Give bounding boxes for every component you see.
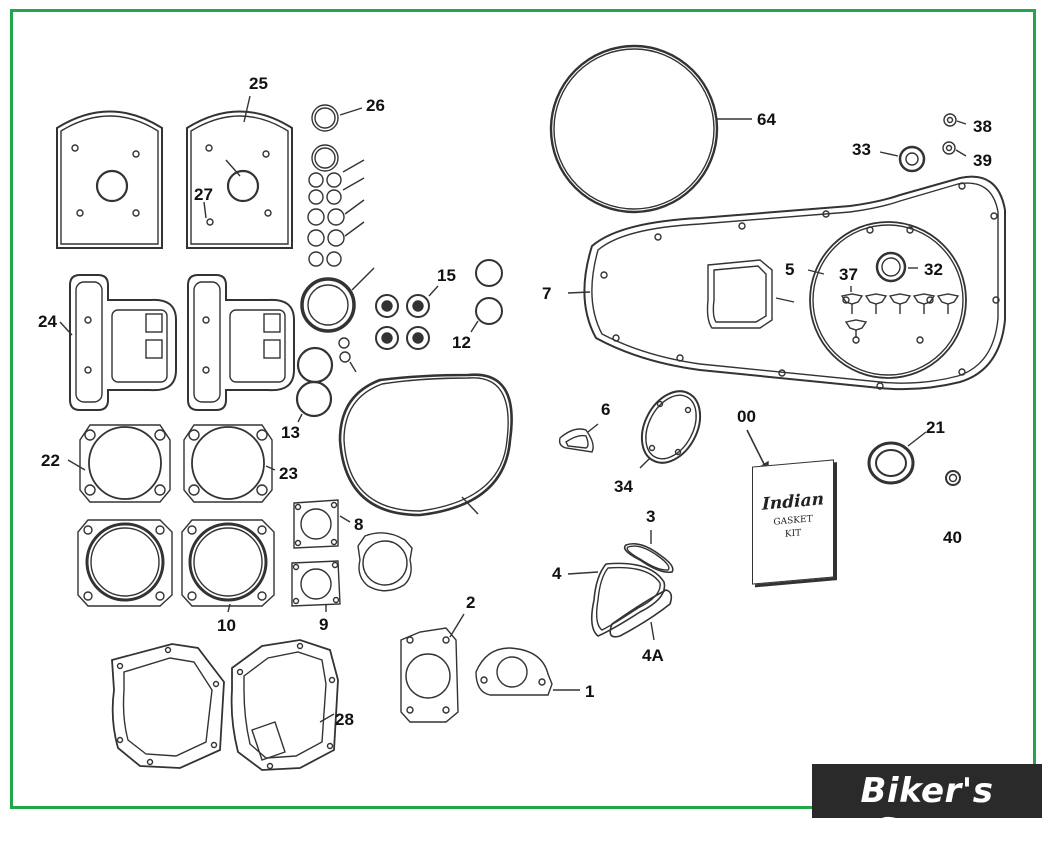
callout-40: 40 [943, 528, 962, 547]
watermark-badge: Biker's Store [812, 764, 1042, 851]
gasket-kit-brand: Indian [761, 489, 825, 515]
cylinder-head-gasket-left [77, 519, 173, 607]
callout-12: 12 [452, 333, 471, 352]
callout-26: 26 [366, 96, 385, 115]
rocker-cover-gasket-right [186, 110, 293, 249]
callout-2: 2 [466, 593, 476, 612]
callout-15: 15 [437, 266, 456, 285]
callout-37: 37 [839, 265, 858, 284]
clip-set [840, 293, 960, 338]
valve-seal-set [375, 294, 430, 350]
chain-set [590, 542, 674, 638]
callout-4A: 4A [642, 646, 664, 665]
plate-gasket-8 [293, 499, 339, 549]
gasket-1 [475, 647, 553, 696]
cylinder-base-gasket-left [79, 424, 171, 503]
callout-33: 33 [852, 140, 871, 159]
callout-13: 13 [281, 423, 300, 442]
cylinder-base-gasket-right [183, 424, 273, 503]
callout-10: 10 [217, 616, 236, 635]
callout-32: 32 [924, 260, 943, 279]
callout-21: 21 [926, 418, 945, 437]
cylinder-head-gasket-right [181, 519, 275, 607]
callout-7: 7 [542, 284, 552, 303]
crankcase-gasket-right [230, 639, 339, 771]
rocker-cover-gasket-left [56, 110, 163, 249]
o-ring-64 [549, 44, 719, 214]
callout-24: 24 [38, 312, 57, 331]
rocker-box-gasket-right [187, 274, 295, 411]
watermark-text: Biker's Store [860, 771, 994, 851]
rocker-box-gasket-left [69, 274, 177, 411]
o-ring-set [307, 104, 345, 267]
callout-23: 23 [279, 464, 298, 483]
callout-3: 3 [646, 507, 656, 526]
callout-8: 8 [354, 515, 364, 534]
callout-27: 27 [194, 185, 213, 204]
callout-64: 64 [757, 110, 776, 129]
callout-6: 6 [601, 400, 611, 419]
gasket-2 [400, 627, 459, 723]
primary-cover-gasket [583, 175, 1006, 391]
callout-28: 28 [335, 710, 354, 729]
callout-5: 5 [785, 260, 795, 279]
callout-4: 4 [552, 564, 562, 583]
gasket-kit-box: Indian GASKET KIT [752, 459, 834, 585]
crankcase-gasket-left [111, 643, 225, 769]
callout-39: 39 [973, 151, 992, 170]
callout-00: 00 [737, 407, 756, 426]
derby-cover-gasket [640, 390, 702, 464]
callout-9: 9 [319, 615, 329, 634]
callout-22: 22 [41, 451, 60, 470]
callout-38: 38 [973, 117, 992, 136]
callout-1: 1 [585, 682, 595, 701]
callout-34: 34 [614, 477, 633, 496]
callout-25: 25 [249, 74, 268, 93]
gasket-diagram [56, 44, 1006, 771]
plate-gasket-9 [291, 560, 341, 607]
diagram-frame [10, 9, 1036, 809]
